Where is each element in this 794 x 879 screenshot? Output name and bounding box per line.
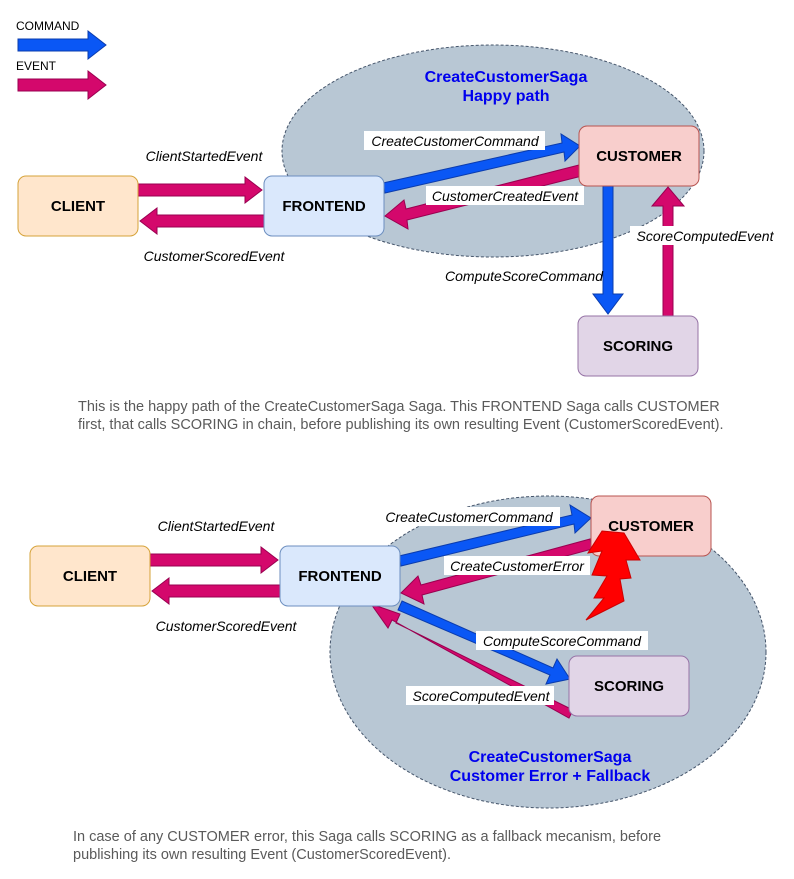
node-frontend (279, 545, 401, 607)
event-arrow-customer-scored (139, 206, 265, 236)
legend-command-label: COMMAND (16, 19, 80, 33)
caption-line: This is the happy path of the CreateCust… (78, 399, 720, 415)
caption-line: first, that calls SCORING in chain, befo… (78, 417, 724, 433)
saga-boundary-happy-path (281, 44, 705, 258)
edge-label-customer-scored: CustomerScoredEvent (144, 248, 286, 264)
node-scoring (577, 315, 699, 377)
legend-event-arrow (17, 69, 107, 101)
edge-label-create-customer-command: CreateCustomerCommand (385, 509, 553, 525)
caption-happy-path: This is the happy path of the CreateCust… (78, 398, 724, 434)
legend-command-arrow (17, 29, 107, 61)
saga-title-line1: CreateCustomerSaga (425, 69, 588, 86)
command-arrow-create-customer (382, 133, 581, 194)
node-client (17, 175, 139, 237)
edge-label-bg (630, 226, 778, 245)
edge-label-customer-scored: CustomerScoredEvent (156, 618, 298, 634)
diagram-error-fallback: CreateCustomerSaga Customer Error + Fall… (29, 495, 767, 809)
saga-title-line2: Happy path (462, 88, 549, 105)
edge-label-score-computed: ScoreComputedEvent (413, 688, 551, 704)
edge-label-bg (364, 131, 545, 150)
node-client-label: CLIENT (51, 198, 105, 215)
legend-event-label: EVENT (16, 59, 57, 73)
legend: COMMAND EVENT (16, 19, 107, 101)
saga-title-line1: CreateCustomerSaga (469, 749, 632, 766)
event-arrow-client-started (137, 175, 263, 205)
edge-label-score-computed: ScoreComputedEvent (637, 228, 775, 244)
edge-label-compute-score-command: ComputeScoreCommand (483, 633, 642, 649)
node-scoring-label: SCORING (594, 678, 664, 695)
edge-label-client-started: ClientStartedEvent (158, 518, 276, 534)
command-arrow-create-customer (398, 503, 592, 567)
event-arrow-score-computed (650, 186, 686, 317)
event-arrow-client-started (149, 545, 279, 575)
edge-label-customer-created: CustomerCreatedEvent (432, 188, 579, 204)
caption-error-fallback: In case of any CUSTOMER error, this Saga… (73, 828, 661, 864)
node-customer (578, 125, 700, 187)
edge-label-create-customer-command: CreateCustomerCommand (371, 133, 539, 149)
node-scoring (568, 655, 690, 717)
edge-label-bg (426, 186, 584, 205)
node-customer-label: CUSTOMER (596, 148, 682, 165)
edge-label-compute-score-command: ComputeScoreCommand (445, 268, 604, 284)
node-frontend (263, 175, 385, 237)
error-lightning-icon (585, 530, 641, 621)
node-frontend-label: FRONTEND (298, 568, 381, 585)
edge-label-bg (406, 686, 554, 705)
edge-label-bg (378, 507, 560, 526)
edge-label-client-started: ClientStartedEvent (146, 148, 264, 164)
edge-label-bg (444, 556, 590, 575)
saga-title-line2: Customer Error + Fallback (450, 768, 651, 785)
node-client (29, 545, 151, 607)
node-frontend-label: FRONTEND (282, 198, 365, 215)
edge-label-bg (476, 631, 648, 650)
node-customer-label: CUSTOMER (608, 518, 694, 535)
caption-line: publishing its own resulting Event (Cust… (73, 847, 451, 863)
node-scoring-label: SCORING (603, 338, 673, 355)
command-arrow-compute-score (592, 185, 624, 315)
caption-line: In case of any CUSTOMER error, this Saga… (73, 829, 662, 845)
diagram-happy-path: CreateCustomerSaga Happy path CLIENT FRO… (17, 44, 778, 377)
node-client-label: CLIENT (63, 568, 117, 585)
event-arrow-customer-scored (151, 576, 281, 606)
edge-label-create-customer-error: CreateCustomerError (450, 558, 585, 574)
saga-boundary-error-fallback (329, 495, 767, 809)
